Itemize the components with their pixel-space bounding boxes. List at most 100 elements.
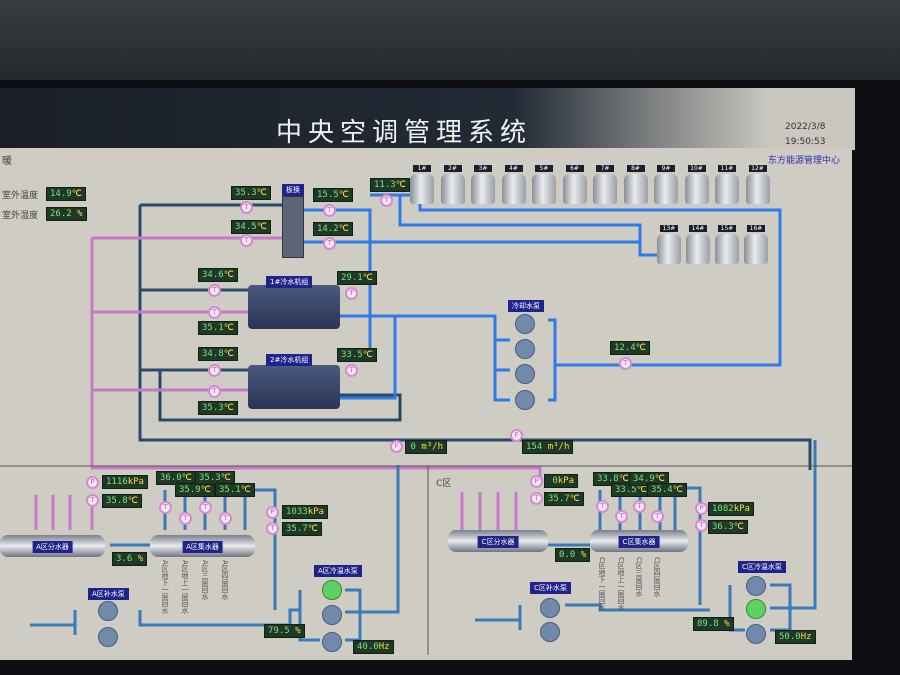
zone-a-collector[interactable]: A区集水器	[150, 535, 255, 557]
cooling-tower-8[interactable]: 8#	[622, 165, 650, 205]
unit: Hz	[800, 632, 812, 642]
cooling-tower-13[interactable]: 13#	[655, 225, 683, 265]
zone-a-branch-label: A区四层回水	[221, 560, 229, 600]
tower-label: 10#	[687, 165, 706, 172]
temp-sensor-icon[interactable]: T	[596, 500, 609, 513]
temp-sensor-icon[interactable]: T	[219, 512, 232, 525]
zone-a-branch-label: A区地上一层回水	[181, 560, 189, 614]
temp-sensor-icon[interactable]: T	[208, 284, 221, 297]
cooling-tower-14[interactable]: 14#	[684, 225, 712, 265]
temp-sensor-icon[interactable]: T	[695, 519, 708, 532]
zone-c-bypass-valve[interactable]: 0.0 %	[555, 548, 591, 562]
zone-c-circ-pump-2[interactable]	[746, 599, 766, 619]
cooling-pump-3[interactable]	[515, 364, 535, 384]
temp-sensor-icon[interactable]: T	[380, 194, 393, 207]
temp-sensor-icon[interactable]: T	[323, 237, 336, 250]
zone-a-circ-pump-2[interactable]	[322, 605, 342, 625]
zone-a-makeup-pump-1[interactable]	[98, 601, 118, 621]
pressure-sensor-icon[interactable]: P	[266, 506, 279, 519]
chiller-2-label: 2#冷水机组	[266, 354, 313, 366]
cooling-tower-icon	[684, 174, 709, 204]
cooling-tower-4[interactable]: 4#	[500, 165, 528, 205]
flow-sensor-icon[interactable]: F	[390, 440, 403, 453]
tower-label: 13#	[660, 225, 678, 232]
chiller-2[interactable]	[248, 365, 340, 409]
temp-sensor-icon[interactable]: T	[345, 287, 358, 300]
temp-sensor-icon[interactable]: T	[86, 494, 99, 507]
zone-a-circ-pump-1[interactable]	[322, 580, 342, 600]
cooling-tower-12[interactable]: 12#	[744, 165, 772, 205]
tower-label: 12#	[748, 165, 767, 172]
plate-heat-exchanger[interactable]	[282, 196, 304, 258]
unit: ℃	[127, 496, 138, 506]
zone-a-circ-label: A区冷温水泵	[314, 565, 362, 577]
zone-c-makeup-pump-1[interactable]	[540, 598, 560, 618]
tower-label: 3#	[474, 165, 492, 172]
cooling-tower-5[interactable]: 5#	[530, 165, 558, 205]
zone-a-supply-pressure: 1116kPa	[102, 475, 148, 489]
cooling-tower-7[interactable]: 7#	[591, 165, 619, 205]
zone-a-circ-pump-3[interactable]	[322, 632, 342, 652]
tower-label: 6#	[565, 165, 584, 172]
label: C区分水器	[477, 536, 519, 548]
value: 34.5	[235, 222, 257, 232]
value: 35.3	[235, 188, 257, 198]
temp-sensor-icon[interactable]: T	[199, 501, 212, 514]
zone-a-branch-label: A区三层回水	[201, 560, 209, 600]
temp-sensor-icon[interactable]: T	[323, 204, 336, 217]
temp-sensor-icon[interactable]: T	[208, 364, 221, 377]
zone-c-circ-pump-1[interactable]	[746, 576, 766, 596]
temp-sensor-icon[interactable]: T	[240, 201, 253, 214]
cooling-tower-15[interactable]: 15#	[713, 225, 741, 265]
zone-a-makeup-pump-2[interactable]	[98, 627, 118, 647]
temp-sensor-icon[interactable]: T	[345, 364, 358, 377]
temp-sensor-icon[interactable]: T	[266, 522, 279, 535]
outdoor-humidity-readout: 26.2 %	[46, 207, 87, 221]
label: A区分水器	[32, 541, 73, 553]
temp-sensor-icon[interactable]: T	[208, 385, 221, 398]
temp-sensor-icon[interactable]: T	[179, 512, 192, 525]
chiller-1-t2: 35.1℃	[198, 321, 238, 335]
zone-c-makeup-pump-2[interactable]	[540, 622, 560, 642]
zone-c-collector[interactable]: C区集水器	[590, 530, 688, 552]
cooling-tower-3[interactable]: 3#	[469, 165, 497, 205]
cooling-pump-2[interactable]	[515, 339, 535, 359]
zone-c-circ-pump-3[interactable]	[746, 624, 766, 644]
temp-sensor-icon[interactable]: T	[159, 501, 172, 514]
zone-a-divider[interactable]: A区分水器	[0, 535, 105, 557]
cooling-tower-1[interactable]: 1#	[408, 165, 436, 205]
cooling-tower-6[interactable]: 6#	[561, 165, 589, 205]
unit: ℃	[223, 323, 234, 333]
pressure-sensor-icon[interactable]: P	[86, 476, 99, 489]
temp-sensor-icon[interactable]: T	[240, 234, 253, 247]
zone-a-valve-opening[interactable]: 79.5 %	[264, 624, 305, 638]
cooling-tower-10[interactable]: 10#	[683, 165, 711, 205]
cooling-tower-16[interactable]: 16#	[742, 225, 770, 265]
value: 15.5	[317, 190, 339, 200]
zone-c-branch-label: C区地上一层回水	[617, 557, 625, 611]
outdoor-temp-readout: 14.9℃	[46, 187, 86, 201]
temp-sensor-icon[interactable]: T	[530, 492, 543, 505]
temp-sensor-icon[interactable]: T	[633, 500, 646, 513]
zone-c-valve-opening[interactable]: 89.8 %	[693, 617, 734, 631]
temp-sensor-icon[interactable]: T	[651, 510, 664, 523]
value: 3.6	[116, 554, 133, 564]
pressure-sensor-icon[interactable]: P	[695, 502, 708, 515]
flow-sensor-icon[interactable]: F	[510, 429, 523, 442]
cooling-tower-2[interactable]: 2#	[439, 165, 467, 205]
temp-sensor-icon[interactable]: T	[615, 510, 628, 523]
cooling-tower-icon	[532, 174, 556, 204]
temp-sensor-icon[interactable]: T	[619, 357, 632, 370]
pressure-sensor-icon[interactable]: P	[530, 475, 543, 488]
temp-sensor-icon[interactable]: T	[208, 306, 221, 319]
zone-c-divider[interactable]: C区分水器	[448, 530, 548, 552]
cooling-tower-11[interactable]: 11#	[713, 165, 741, 205]
unit: ℃	[672, 485, 683, 495]
cooling-tower-9[interactable]: 9#	[652, 165, 680, 205]
cooling-pump-1[interactable]	[515, 314, 535, 334]
cooling-pump-4[interactable]	[515, 390, 535, 410]
unit: ℃	[200, 485, 211, 495]
zone-a-bypass-valve[interactable]: 3.6 %	[112, 552, 148, 566]
value: 36.0	[160, 473, 182, 483]
chiller-1[interactable]	[248, 285, 340, 329]
